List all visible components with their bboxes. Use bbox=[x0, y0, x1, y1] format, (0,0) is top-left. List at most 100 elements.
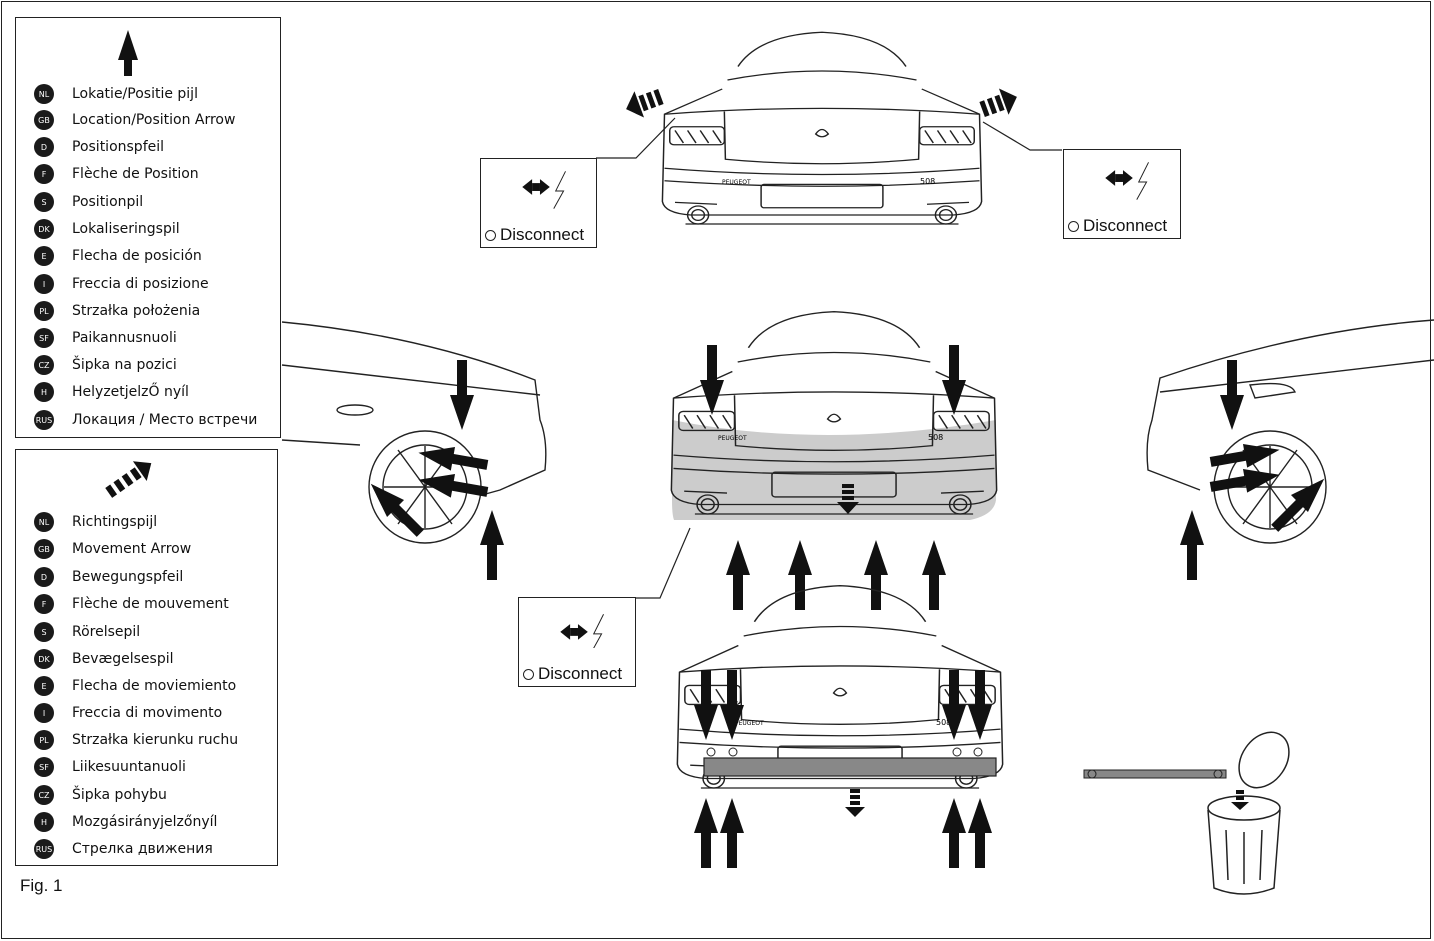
disconnect-callout-bottom: Disconnect bbox=[518, 597, 636, 687]
legend-row: DK Lokaliseringspil bbox=[34, 218, 180, 240]
legend-label: Freccia di movimento bbox=[72, 705, 223, 721]
radio-circle-icon bbox=[523, 668, 534, 680]
legend-label: Локация / Место встречи bbox=[72, 412, 258, 428]
lang-badge: D bbox=[34, 137, 54, 157]
legend-row: D Bewegungspfeil bbox=[34, 566, 183, 588]
legend-label: HelyzetjelzŐ nyíl bbox=[72, 384, 189, 400]
brand-text-top: PEUGEOT bbox=[722, 179, 751, 186]
disconnect-callout-right: Disconnect bbox=[1063, 149, 1181, 239]
disconnect-label: Disconnect bbox=[538, 664, 623, 683]
disconnect-plug-icon bbox=[1105, 162, 1149, 200]
lang-badge: CZ bbox=[34, 355, 54, 375]
legend-label: Bewegungspfeil bbox=[72, 569, 184, 585]
lang-badge: F bbox=[34, 594, 54, 614]
legend-label: Mozgásirányjelzőnyíl bbox=[72, 814, 218, 830]
legend-row: E Flecha de posición bbox=[34, 245, 202, 267]
disconnect-label: Disconnect bbox=[1083, 216, 1168, 235]
legend-label: Positionpil bbox=[72, 194, 144, 210]
legend-row: F Flèche de mouvement bbox=[34, 593, 229, 615]
legend-row: I Freccia di posizione bbox=[34, 273, 209, 295]
legend-row: E Flecha de moviemiento bbox=[34, 675, 236, 697]
legend-position-arrow: NL Lokatie/Positie pijl GB Location/Positi… bbox=[15, 17, 281, 438]
legend-label: Lokaliseringspil bbox=[72, 221, 180, 237]
legend-row: NL Richtingspijl bbox=[34, 511, 157, 533]
legend-label: Šipka na pozici bbox=[72, 357, 177, 373]
legend-row: I Freccia di movimento bbox=[34, 702, 222, 724]
lang-badge: RUS bbox=[34, 839, 54, 859]
legend-label: Šipka pohybu bbox=[72, 787, 167, 803]
movement-arrow-right bbox=[979, 88, 1017, 118]
lang-badge: E bbox=[34, 246, 54, 266]
legend-label: Flèche de Position bbox=[72, 166, 199, 182]
lang-badge: SF bbox=[34, 757, 54, 777]
disconnect-label: Disconnect bbox=[500, 225, 585, 244]
lang-badge: RUS bbox=[34, 410, 54, 430]
legend-label: Strzałka kierunku ruchu bbox=[72, 732, 239, 748]
legend-label: Movement Arrow bbox=[72, 541, 192, 557]
legend-row: SF Liikesuuntanuoli bbox=[34, 756, 186, 778]
brand-text-middle: PEUGEOT bbox=[718, 435, 747, 442]
legend-label: Flèche de mouvement bbox=[72, 596, 229, 612]
model-text-top: 508 bbox=[920, 177, 935, 186]
brand-text-bottom: PEUGEOT bbox=[735, 720, 764, 727]
disconnect-plug-icon bbox=[560, 614, 604, 648]
movement-arrow-down bbox=[837, 484, 859, 514]
legend-row: PL Strzałka położenia bbox=[34, 300, 200, 322]
lang-badge: I bbox=[34, 703, 54, 723]
lang-badge: CZ bbox=[34, 785, 54, 805]
legend-row: RUS Локация / Место встречи bbox=[34, 409, 257, 431]
lang-badge: NL bbox=[34, 84, 54, 104]
lang-badge: NL bbox=[34, 512, 54, 532]
model-text-middle: 508 bbox=[928, 433, 943, 442]
legend-label: Flecha de posición bbox=[72, 248, 202, 264]
legend-row: H Mozgásirányjelzőnyíl bbox=[34, 811, 217, 833]
disconnect-plug-icon bbox=[522, 171, 566, 209]
legend-label: Strzałka położenia bbox=[72, 303, 201, 319]
legend-row: NL Lokatie/Positie pijl bbox=[34, 83, 198, 105]
lang-badge: F bbox=[34, 164, 54, 184]
legend-row: S Rörelsepil bbox=[34, 621, 140, 643]
lang-badge: PL bbox=[34, 301, 54, 321]
lang-badge: E bbox=[34, 676, 54, 696]
legend-label: Bevægelsespil bbox=[72, 651, 174, 667]
lang-badge: H bbox=[34, 382, 54, 402]
legend-row: S Positionpil bbox=[34, 191, 143, 213]
legend-row: D Positionspfeil bbox=[34, 136, 164, 158]
legend-row: CZ Šipka pohybu bbox=[34, 784, 167, 806]
movement-arrow-left bbox=[626, 88, 664, 118]
lang-badge: DK bbox=[34, 649, 54, 669]
legend-label: Liikesuuntanuoli bbox=[72, 759, 186, 775]
radio-circle-icon bbox=[1068, 220, 1079, 232]
radio-circle-icon bbox=[485, 229, 496, 241]
lang-badge: D bbox=[34, 567, 54, 587]
model-text-bottom: 508 bbox=[936, 718, 951, 727]
lang-badge: H bbox=[34, 812, 54, 832]
position-arrow-icon bbox=[118, 30, 138, 76]
legend-row: F Flèche de Position bbox=[34, 163, 199, 185]
removed-crossbar bbox=[1083, 769, 1227, 779]
lang-badge: S bbox=[34, 622, 54, 642]
legend-label: Flecha de moviemiento bbox=[72, 678, 237, 694]
lang-badge: PL bbox=[34, 730, 54, 750]
legend-label: Location/Position Arrow bbox=[72, 112, 236, 128]
legend-label: Positionspfeil bbox=[72, 139, 165, 155]
legend-row: DK Bevægelsespil bbox=[34, 648, 174, 670]
lang-badge: DK bbox=[34, 219, 54, 239]
lang-badge: GB bbox=[34, 110, 54, 130]
legend-label: Rörelsepil bbox=[72, 624, 141, 640]
legend-row: H HelyzetjelzŐ nyíl bbox=[34, 381, 189, 403]
lang-badge: I bbox=[34, 274, 54, 294]
trash-bin-icon bbox=[1207, 731, 1290, 895]
legend-label: Freccia di posizione bbox=[72, 276, 209, 292]
legend-label: Стрелка движения bbox=[72, 841, 213, 857]
lang-badge: SF bbox=[34, 328, 54, 348]
lang-badge: S bbox=[34, 192, 54, 212]
legend-label: Richtingspijl bbox=[72, 514, 158, 530]
legend-label: Lokatie/Positie pijl bbox=[72, 86, 198, 102]
legend-row: CZ Šipka na pozici bbox=[34, 354, 177, 376]
